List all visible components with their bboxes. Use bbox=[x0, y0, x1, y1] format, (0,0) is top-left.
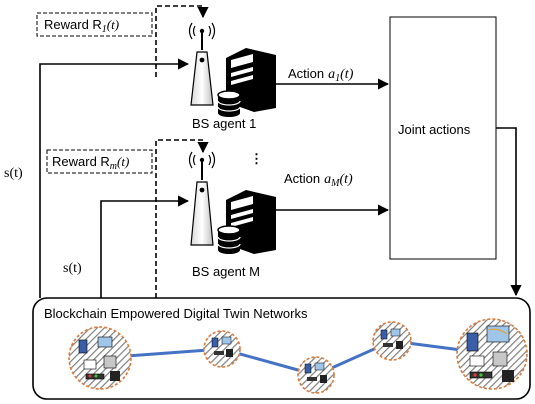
digital-twin-node-icon bbox=[203, 330, 241, 368]
state-outer-label: s(t) bbox=[4, 166, 23, 181]
reward-m-label: Reward Rm(t) bbox=[52, 154, 129, 172]
agent-1-label: BS agent 1 bbox=[192, 116, 256, 131]
agents-ellipsis: ⋮ bbox=[250, 151, 263, 166]
state-outer-arrow bbox=[39, 58, 190, 298]
database-icon bbox=[217, 90, 241, 117]
joint-actions-box: Joint actions bbox=[389, 16, 497, 260]
digital-twin-node-icon bbox=[372, 321, 412, 361]
bs-agent-1: BS agent 1 bbox=[188, 22, 276, 131]
reward-1-box: Reward R1(t) bbox=[36, 12, 153, 37]
joint-to-network-arrow bbox=[496, 127, 522, 297]
reward-1-label: Reward R1(t) bbox=[44, 17, 119, 35]
database-icon bbox=[217, 225, 241, 254]
state-inner-arrow bbox=[100, 195, 190, 298]
reward-1-arrow bbox=[155, 5, 209, 77]
digital-twin-node-icon bbox=[456, 318, 528, 390]
antenna-icon bbox=[188, 22, 216, 106]
joint-actions-label: Joint actions bbox=[398, 122, 471, 137]
state-inner-label: s(t) bbox=[63, 261, 82, 276]
agent-m-label: BS agent M bbox=[192, 264, 260, 279]
digital-twin-node-icon bbox=[68, 326, 132, 390]
network-title: Blockchain Empowered Digital Twin Networ… bbox=[44, 306, 308, 321]
reward-m-arrow bbox=[155, 139, 209, 298]
blockchain-network-box: Blockchain Empowered Digital Twin Networ… bbox=[32, 297, 531, 400]
antenna-icon bbox=[188, 151, 216, 246]
digital-twin-node-icon bbox=[297, 356, 335, 394]
bs-agent-m: BS agent M bbox=[188, 151, 276, 279]
reward-m-box: Reward Rm(t) bbox=[46, 149, 153, 174]
